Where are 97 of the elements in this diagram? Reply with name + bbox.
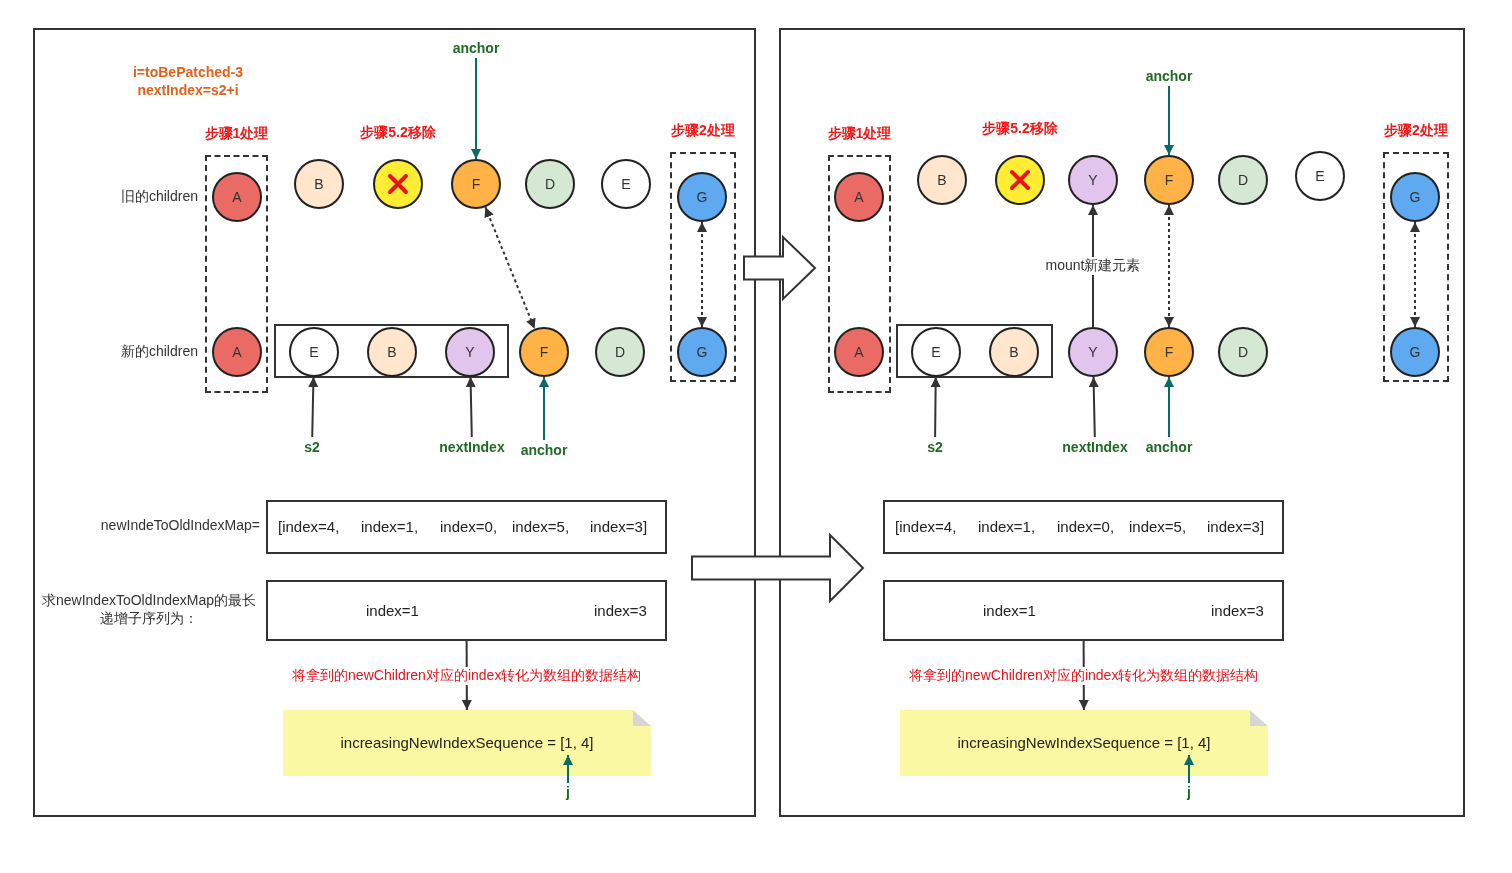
dotted-double-arrow [1410,221,1420,328]
node-circle: B [917,155,967,205]
pointer-label: nextIndex [432,437,512,457]
note-box [900,710,1268,776]
note-text: increasingNewIndexSequence = [1, 4] [339,734,595,751]
formula-text: i=toBePatched-3 [131,64,245,80]
node-circle: A [212,327,262,377]
array-box [883,500,1284,554]
pointer-label: j [1179,783,1199,801]
node-circle: A [834,172,884,222]
pointer-label: anchor [446,38,506,58]
node-circle: D [1218,155,1268,205]
step-label: 步骤5.2移除 [359,124,437,142]
node-circle: F [1144,155,1194,205]
formula-text: nextIndex=s2+i [136,82,240,98]
group-box [896,324,1053,378]
pointer-label: s2 [915,437,955,457]
row-label: 旧的children [119,188,198,206]
arrow [1184,754,1194,784]
node-circle: Y [1068,155,1118,205]
node-circle: G [677,172,727,222]
note-box [283,710,651,776]
arrow [1088,204,1098,328]
arrow [563,754,573,784]
array-item: index=1, [361,518,419,535]
array-item: index=5, [1129,518,1187,535]
array-item: [index=4, [895,518,957,535]
node-circle: F [451,159,501,209]
row-label: newIndeToOldIndexMap= [99,516,260,534]
step-label: 步骤1处理 [827,125,892,143]
edge-label: 将拿到的newChildren对应的index转化为数组的数据结构 [291,666,643,685]
pointer-label: anchor [514,440,574,460]
arrow [1164,85,1174,156]
dotted-double-arrow [484,206,536,330]
array-box [883,580,1284,641]
node-circle: G [1390,327,1440,377]
group-box [274,324,509,378]
dotted-double-arrow [1164,204,1174,328]
edge-label: mount新建元素 [1044,257,1142,275]
pointer-label: nextIndex [1055,437,1135,457]
node-circle: E [1295,151,1345,201]
node-circle: B [367,327,417,377]
node-circle: F [519,327,569,377]
node-circle: B [989,327,1039,377]
node-circle: F [1144,327,1194,377]
array-item: index=1 [366,601,419,619]
node-circle: A [834,327,884,377]
pointer-label: anchor [1139,437,1199,457]
array-item: index=3] [1207,518,1265,535]
step-label: 步骤2处理 [1384,122,1448,140]
row-label: 求newIndexToOldIndexMap的最长递增子序列为： [41,590,257,627]
node-circle: E [601,159,651,209]
array-item: index=3] [590,518,648,535]
array-item: index=1, [978,518,1036,535]
node-circle: D [595,327,645,377]
step-label: 步骤5.2移除 [981,120,1059,138]
array-item: index=5, [512,518,570,535]
step-label: 步骤2处理 [671,122,735,140]
node-circle: G [677,327,727,377]
arrow [465,376,476,438]
array-item: index=1 [983,601,1036,619]
node-circle: E [911,327,961,377]
arrow [1164,376,1174,438]
node-circle: D [1218,327,1268,377]
node-circle: Y [1068,327,1118,377]
array-item: index=0, [1057,518,1115,535]
note-text: increasingNewIndexSequence = [1, 4] [956,734,1212,751]
row-label: 新的children [119,343,198,361]
block-arrow [743,234,817,302]
arrow [1088,376,1099,438]
edge-label: 将拿到的newChildren对应的index转化为数组的数据结构 [908,666,1260,685]
pointer-label: j [558,783,578,801]
node-circle [995,155,1045,205]
array-item: index=0, [440,518,498,535]
array-box [266,500,667,554]
node-circle: E [289,327,339,377]
node-circle: D [525,159,575,209]
pointer-label: anchor [1139,66,1199,86]
pointer-label: s2 [292,437,332,457]
array-item: index=3 [1211,601,1264,619]
panel-frame [779,28,1465,817]
arrow [308,376,319,438]
array-box [266,580,667,641]
node-circle: B [294,159,344,209]
node-circle [373,159,423,209]
arrow [539,376,549,441]
node-circle: G [1390,172,1440,222]
arrow [471,57,481,160]
step-label: 步骤1处理 [204,125,269,143]
panel-frame [33,28,756,817]
array-item: index=3 [594,601,647,619]
arrow [930,376,941,438]
node-circle: A [212,172,262,222]
dotted-double-arrow [697,221,707,328]
node-circle: Y [445,327,495,377]
array-item: [index=4, [278,518,340,535]
block-arrow [691,532,865,604]
